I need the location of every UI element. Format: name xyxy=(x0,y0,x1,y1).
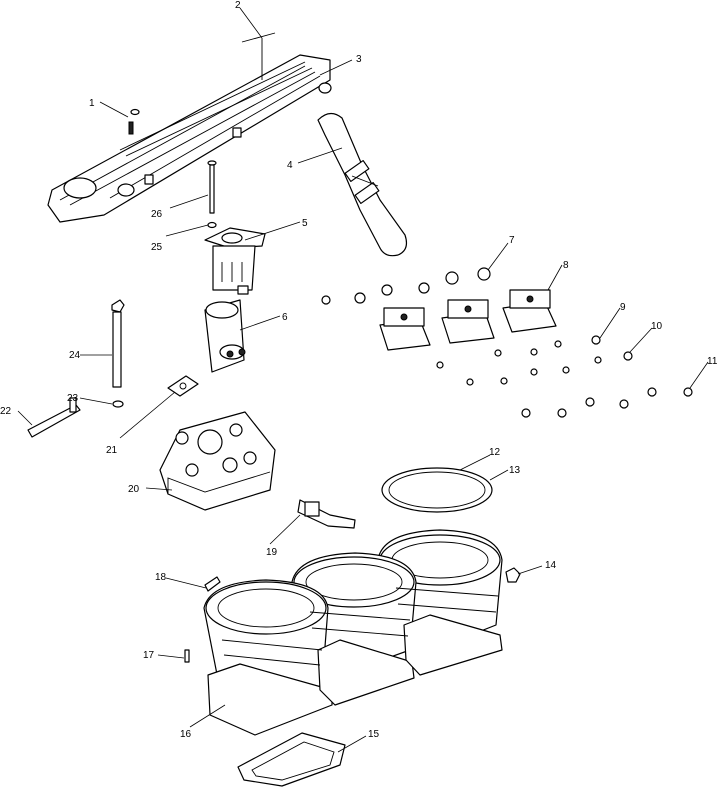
ignition-coil-right xyxy=(502,289,557,333)
callout-3: 3 xyxy=(356,54,362,65)
callout-15: 15 xyxy=(368,729,380,740)
callout-labels: 1 2 3 4 5 6 7 8 9 10 11 12 13 14 15 16 1… xyxy=(0,0,718,740)
cylinder-block xyxy=(203,529,503,736)
callout-6: 6 xyxy=(282,312,288,323)
callout-7: 7 xyxy=(509,235,515,246)
stud-tool xyxy=(27,397,81,438)
cylinder-head xyxy=(159,411,276,511)
callout-4: 4 xyxy=(287,160,293,171)
callout-25: 25 xyxy=(151,242,163,253)
dowel-pin-18 xyxy=(204,576,221,592)
leader-lines xyxy=(17,7,709,753)
callout-1: 1 xyxy=(89,98,95,109)
callout-9: 9 xyxy=(620,302,626,313)
callout-8: 8 xyxy=(563,260,569,271)
callout-5: 5 xyxy=(302,218,308,229)
thermostat xyxy=(204,299,246,373)
callout-19: 19 xyxy=(266,547,278,558)
small-bolts xyxy=(521,387,693,418)
head-cover-rail xyxy=(47,54,332,223)
base-gasket xyxy=(237,732,346,787)
dowel-pin-17 xyxy=(184,649,190,663)
ignition-coil-middle xyxy=(441,299,495,344)
callout-10: 10 xyxy=(651,321,663,332)
callout-21: 21 xyxy=(106,445,118,456)
callout-18: 18 xyxy=(155,572,167,583)
callout-11: 11 xyxy=(707,356,718,367)
callout-14: 14 xyxy=(545,560,557,571)
callout-17: 17 xyxy=(143,650,155,661)
callout-24: 24 xyxy=(69,350,81,361)
nuts-upper-row xyxy=(321,267,491,305)
rail-pin xyxy=(241,32,276,80)
coolant-hose xyxy=(317,112,408,257)
long-bolt xyxy=(207,160,217,229)
block-nut xyxy=(505,567,521,583)
callout-22: 22 xyxy=(0,406,12,417)
spark-plug xyxy=(297,499,356,529)
callout-23: 23 xyxy=(67,393,79,404)
o-rings xyxy=(381,467,493,513)
small-gasket xyxy=(167,375,199,397)
callout-12: 12 xyxy=(489,447,501,458)
callout-16: 16 xyxy=(180,729,192,740)
callout-20: 20 xyxy=(128,484,140,495)
callout-13: 13 xyxy=(509,465,521,476)
callout-26: 26 xyxy=(151,209,163,220)
thermostat-housing xyxy=(204,227,266,295)
small-screw xyxy=(128,108,140,135)
callout-2: 2 xyxy=(235,0,241,11)
head-bolt xyxy=(111,299,125,408)
small-washers xyxy=(436,335,633,386)
ignition-coil-left xyxy=(379,307,431,351)
